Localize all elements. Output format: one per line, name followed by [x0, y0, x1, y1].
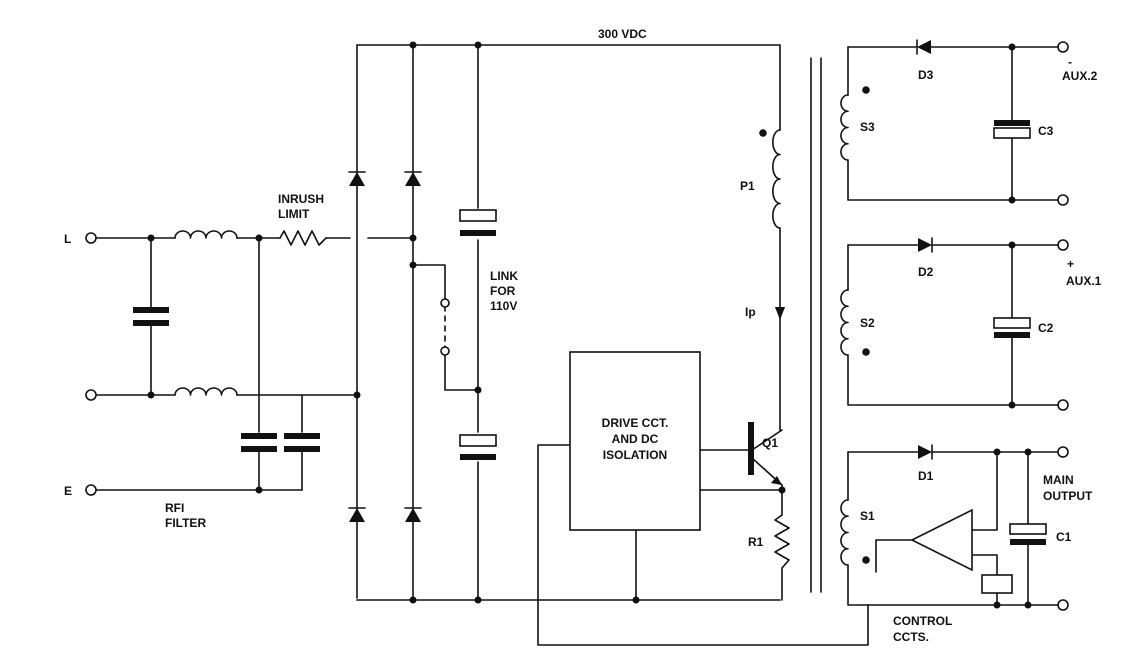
- label-d3: D3: [918, 68, 934, 82]
- terminals: [85, 41, 1069, 611]
- rfi-choke-neutral: [174, 387, 238, 396]
- label-p1: P1: [740, 179, 755, 193]
- x-capacitor: [133, 307, 169, 326]
- label-filter: FILTER: [165, 516, 206, 530]
- label-e: E: [64, 484, 72, 498]
- label-s2: S2: [860, 316, 875, 330]
- junction-dots: [147, 41, 1032, 609]
- labels: 300 VDC L E INRUSH LIMIT RFI FILTER LINK…: [64, 27, 1102, 644]
- label-aux1-sign: +: [1067, 257, 1074, 271]
- label-inrush: INRUSH: [278, 192, 324, 206]
- label-limit: LIMIT: [278, 207, 310, 221]
- rfi-choke-line: [174, 230, 238, 239]
- bridge-diode-2: [405, 172, 421, 186]
- q1-transistor: [748, 422, 782, 485]
- y-capacitor-1: [241, 433, 277, 452]
- label-isolation: ISOLATION: [603, 448, 667, 462]
- label-main: MAIN: [1043, 473, 1074, 487]
- d1-diode: [918, 445, 932, 459]
- label-110v: 110V: [490, 299, 517, 313]
- r1-resistor: [774, 514, 790, 569]
- label-c2: C2: [1038, 321, 1054, 335]
- output-diodes: [916, 39, 933, 460]
- label-d2: D2: [918, 265, 934, 279]
- label-link: LINK: [490, 269, 518, 283]
- label-aux1: AUX.1: [1066, 274, 1102, 288]
- label-for: FOR: [490, 284, 516, 298]
- bridge-diode-3: [349, 508, 365, 522]
- capacitors: [133, 120, 1047, 545]
- error-amplifier: [910, 508, 973, 572]
- secondary-winding-s3: [840, 94, 849, 161]
- reservoir-capacitor-upper: [459, 209, 497, 236]
- ip-arrow: [775, 307, 785, 320]
- terminal-aux1-plus: [1057, 239, 1069, 251]
- label-r1: R1: [748, 535, 764, 549]
- label-rfi: RFI: [165, 501, 184, 515]
- label-ip: Ip: [745, 305, 756, 319]
- terminal-main-minus: [1057, 599, 1069, 611]
- d3-diode: [917, 40, 931, 54]
- label-l: L: [64, 232, 71, 246]
- label-s1: S1: [860, 509, 875, 523]
- y-capacitor-2: [284, 433, 320, 452]
- bridge-diode-1: [349, 172, 365, 186]
- bridge-diode-4: [405, 508, 421, 522]
- label-q1: Q1: [762, 436, 778, 450]
- inrush-limit-resistor: [279, 230, 327, 246]
- c3-capacitor: [993, 120, 1031, 139]
- terminal-aux1-minus: [1057, 399, 1069, 411]
- bridge-diodes: [348, 171, 422, 522]
- transformer-core: [810, 57, 822, 593]
- label-control: CONTROL: [893, 614, 952, 628]
- polarity-dots: [759, 86, 870, 564]
- label-c3: C3: [1038, 124, 1054, 138]
- label-s3: S3: [860, 120, 875, 134]
- terminal-l: [85, 232, 97, 244]
- secondary-winding-s2: [840, 289, 849, 356]
- terminal-main-plus: [1057, 446, 1069, 458]
- label-and-dc: AND DC: [612, 432, 659, 446]
- label-output: OUTPUT: [1043, 489, 1093, 503]
- terminal-aux2-minus: [1057, 41, 1069, 53]
- label-ccts: CCTS.: [893, 630, 929, 644]
- terminal-e: [85, 484, 97, 496]
- secondary-winding-s1: [840, 499, 849, 566]
- reservoir-capacitor-lower: [459, 434, 497, 460]
- label-300vdc: 300 VDC: [598, 27, 647, 41]
- terminal-n: [85, 389, 97, 401]
- label-aux2-sign: -: [1068, 55, 1072, 69]
- drive-circuit-block: [569, 351, 701, 531]
- label-drive-cct: DRIVE CCT.: [602, 416, 669, 430]
- d2-diode: [918, 238, 932, 252]
- c2-capacitor: [993, 317, 1031, 338]
- wires: [96, 44, 1059, 646]
- feedback-element: [981, 574, 1013, 594]
- link-terminal-bottom: [440, 346, 450, 356]
- link-terminal-top: [440, 298, 450, 308]
- primary-winding-p1: [772, 129, 781, 229]
- terminal-aux2-plus: [1057, 194, 1069, 206]
- label-aux2: AUX.2: [1062, 69, 1098, 83]
- label-c1: C1: [1056, 530, 1072, 544]
- c1-capacitor: [1009, 523, 1047, 545]
- label-d1: D1: [918, 469, 934, 483]
